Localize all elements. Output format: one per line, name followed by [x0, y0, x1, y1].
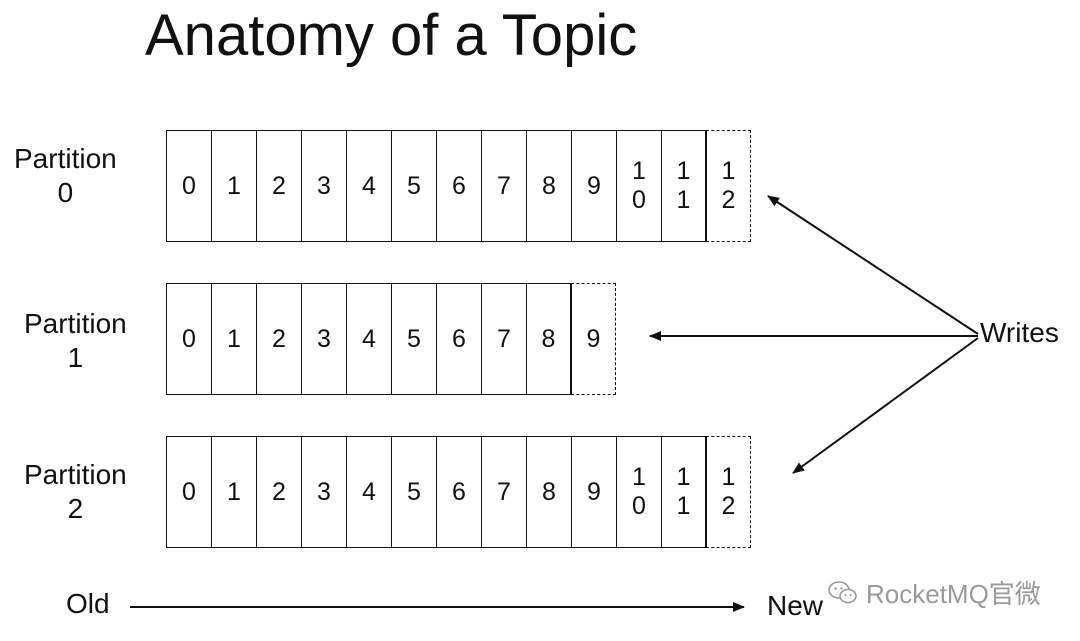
offset-number: 7 [497, 171, 511, 200]
offset-cell: 2 [256, 283, 301, 395]
offset-number: 9 [587, 171, 601, 200]
partition-label-0: Partition 0 [14, 142, 117, 210]
offset-number: 1 [227, 324, 241, 353]
offset-cell: 3 [301, 130, 346, 242]
offset-cell: 5 [391, 436, 436, 548]
offset-cell: 7 [481, 436, 526, 548]
offset-number: 0 [182, 477, 196, 506]
offset-number: 3 [317, 324, 331, 353]
offset-number: 9 [586, 324, 601, 353]
offset-number: 1 [227, 171, 241, 200]
wechat-icon [828, 580, 857, 603]
offset-cell: 4 [346, 436, 391, 548]
offset-cell: 7 [481, 283, 526, 395]
offset-cell: 6 [436, 436, 481, 548]
offset-number: 1 [227, 477, 241, 506]
writes-label: Writes [980, 317, 1059, 348]
offset-number: 6 [452, 324, 466, 353]
watermark: RocketMQ官微 [828, 574, 1041, 611]
write-arrow-partition-2 [792, 337, 979, 474]
partition-label-1: Partition 1 [24, 307, 127, 375]
offset-cell: 4 [346, 283, 391, 395]
offset-number: 4 [362, 477, 376, 506]
offset-number: 4 [362, 324, 376, 353]
offset-cell: 0 [166, 283, 211, 395]
offset-number: 2 [272, 477, 286, 506]
offset-number: 7 [497, 324, 511, 353]
offset-cell: 3 [301, 436, 346, 548]
offset-number: 8 [542, 171, 556, 200]
partition-name: Partition [24, 308, 127, 339]
partition-index: 0 [57, 177, 74, 208]
offset-cell: 8 [526, 283, 571, 395]
diagram-title: Anatomy of a Topic [145, 3, 638, 68]
offset-cell: 2 [256, 130, 301, 242]
watermark-text: RocketMQ官微 [866, 579, 1041, 609]
offset-number: 5 [407, 171, 421, 200]
offset-cell: 2 [256, 436, 301, 548]
offset-number: 9 [587, 477, 601, 506]
offset-number: 8 [542, 477, 556, 506]
offset-cell: 1 [211, 436, 256, 548]
offset-number: 8 [541, 324, 556, 353]
offset-number: 3 [317, 477, 331, 506]
partition-name: Partition [14, 143, 117, 174]
offset-cell: 6 [436, 130, 481, 242]
offset-number: 6 [452, 477, 466, 506]
offset-number: 5 [407, 324, 421, 353]
offset-cell: 9 [571, 130, 616, 242]
offset-cell: 1 [211, 283, 256, 395]
partition-index: 1 [67, 342, 84, 373]
offset-cell: 6 [436, 283, 481, 395]
write-arrow-partition-0 [767, 195, 979, 335]
partition-index: 2 [67, 493, 84, 524]
offset-cell: 3 [301, 283, 346, 395]
offset-cell: 8 [526, 130, 571, 242]
offset-number: 4 [362, 171, 376, 200]
offset-cell: 9 [571, 436, 616, 548]
next-offset-cell: 9 [571, 283, 616, 395]
offset-cell: 8 [526, 436, 571, 548]
offset-cell: 5 [391, 283, 436, 395]
offset-number: 7 [497, 477, 511, 506]
offset-number: 6 [452, 171, 466, 200]
new-label: New [767, 590, 824, 621]
offset-cell: 4 [346, 130, 391, 242]
offset-number: 2 [272, 324, 286, 353]
offset-number: 2 [272, 171, 286, 200]
old-label: Old [66, 588, 110, 619]
offset-cell: 0 [166, 436, 211, 548]
offset-cell: 1 [211, 130, 256, 242]
offset-number: 5 [407, 477, 421, 506]
offset-cell: 5 [391, 130, 436, 242]
offset-number: 0 [182, 324, 196, 353]
partition-name: Partition [24, 459, 127, 490]
offset-cell: 0 [166, 130, 211, 242]
offset-cell: 7 [481, 130, 526, 242]
offset-number: 0 [182, 171, 196, 200]
offset-number: 3 [317, 171, 331, 200]
partition-label-2: Partition 2 [24, 458, 127, 526]
